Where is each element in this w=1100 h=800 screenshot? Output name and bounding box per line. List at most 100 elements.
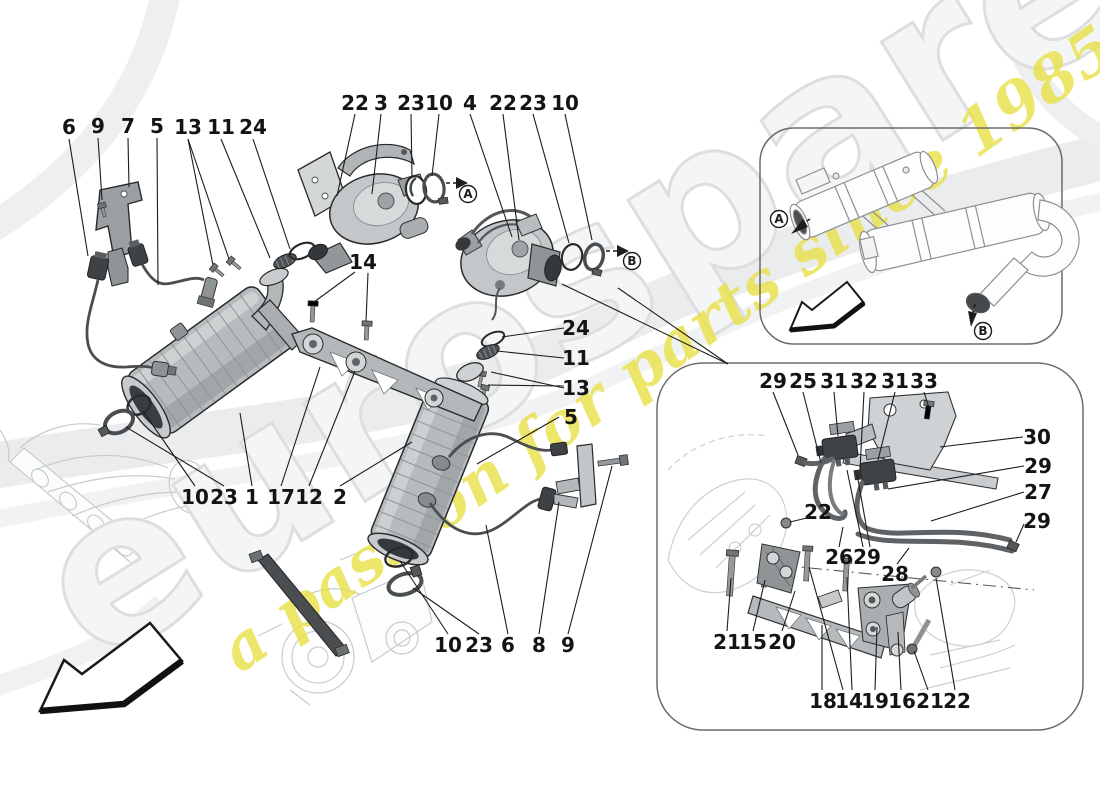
svg-text:A: A	[463, 187, 473, 201]
leader-line	[897, 631, 902, 691]
bolt-14-right	[361, 320, 373, 341]
leader-line	[410, 113, 413, 179]
leader-line	[187, 138, 230, 260]
leader-line	[808, 566, 844, 691]
leader-line	[1015, 523, 1025, 543]
silencer-assembly-art	[789, 150, 1080, 314]
main-direction-arrow	[37, 621, 184, 715]
leader-line	[846, 576, 853, 691]
leader-line	[339, 441, 413, 487]
leader-line	[125, 426, 225, 487]
seal-and-clamp-4	[97, 394, 152, 438]
leader-line	[564, 113, 593, 241]
leader-line	[487, 384, 565, 387]
hose-fitting-29c	[1006, 539, 1020, 553]
centerline	[758, 562, 1035, 591]
seal-ring-23b	[560, 243, 584, 271]
leader-line	[187, 138, 214, 266]
bolt-9b	[597, 454, 629, 467]
actuator-bracket-art	[758, 391, 1035, 591]
support-bracket-17	[257, 299, 483, 422]
view-marker-b: B	[968, 303, 993, 341]
leader-line	[97, 137, 103, 201]
view-marker-b: B	[606, 245, 642, 271]
leader-line	[412, 587, 480, 635]
sensor-cable-lower	[428, 497, 542, 536]
leader-line	[896, 547, 910, 565]
sensor-connector-6	[86, 251, 110, 281]
leader-line	[336, 113, 356, 197]
bolt-13a	[208, 262, 225, 278]
inset-box-actuators	[656, 362, 1084, 731]
bolt-14a	[802, 545, 814, 582]
seal-ring-10c	[384, 546, 414, 568]
svg-text:B: B	[978, 324, 987, 338]
leader-line	[752, 579, 766, 632]
seal-and-clamp-2	[560, 242, 606, 277]
seal-and-clamp-1	[404, 172, 449, 206]
leader-line	[252, 138, 291, 250]
leader-line	[772, 391, 799, 456]
leader-line	[561, 283, 729, 365]
leader-line	[913, 650, 929, 691]
sensor-connector-5	[127, 239, 149, 267]
leader-line	[538, 501, 560, 635]
leader-line	[789, 516, 812, 523]
leader-line	[802, 391, 822, 464]
faint-engine-right-art	[914, 569, 1016, 691]
catalytic-converter-1	[121, 267, 294, 439]
leader-line	[935, 577, 956, 691]
gasket-stack-1	[208, 241, 316, 278]
gasket-11b	[476, 344, 500, 360]
nut-22b	[930, 566, 942, 578]
leader-line	[877, 391, 896, 461]
oxygen-sensor-a	[150, 360, 177, 378]
vacuum-hoses	[803, 456, 1015, 554]
faint-engine-left-art	[667, 434, 788, 594]
bolt-21b	[910, 618, 932, 650]
leader-line	[496, 350, 565, 359]
faint-manifold-art	[0, 423, 212, 578]
leader-line	[859, 391, 865, 471]
leader-line	[156, 137, 159, 286]
clamp-23c	[386, 564, 424, 597]
turbocharger-2	[455, 209, 562, 321]
bolt-14-left	[307, 300, 319, 323]
leader-line	[833, 391, 839, 437]
sensor-connector-upper	[550, 441, 568, 457]
turbocharger-1	[297, 143, 429, 274]
leader-line	[365, 272, 369, 322]
leader-line	[887, 465, 1025, 490]
oxygen-sensor-left-group	[85, 181, 218, 378]
leader-line	[501, 327, 565, 338]
bolt-14b	[841, 557, 853, 592]
sensor-cable-6	[85, 279, 155, 370]
svg-text:B: B	[627, 254, 636, 268]
leader-lines-layer	[68, 113, 1025, 691]
leader-line	[726, 577, 732, 632]
gasket-11a	[273, 253, 297, 269]
leader-line	[308, 370, 356, 487]
bolt-33	[923, 399, 935, 420]
leader-line	[280, 366, 321, 487]
view-marker-a: A	[769, 209, 811, 234]
bolt-9a	[96, 201, 107, 218]
sensor-cable-upper	[447, 432, 552, 458]
leader-line	[567, 465, 613, 635]
sensor-bracket-8	[576, 443, 597, 508]
heat-shield-strut	[248, 549, 350, 658]
leader-line	[469, 113, 513, 238]
leader-line	[502, 113, 520, 241]
leader-line	[781, 590, 796, 632]
valve-bracket-31a	[828, 420, 856, 436]
sensor-cable-5	[140, 263, 205, 286]
seal-and-clamp-3	[384, 546, 424, 597]
leader-line	[313, 271, 356, 303]
leader-line	[838, 526, 844, 548]
leader-line	[532, 113, 570, 244]
nut-22a	[780, 517, 792, 529]
leader-line	[846, 469, 864, 548]
leader-line	[930, 491, 1025, 522]
